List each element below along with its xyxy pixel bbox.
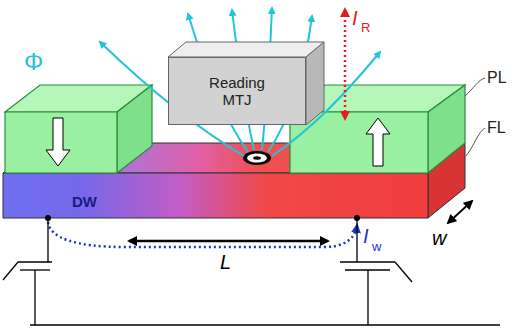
current-subscript: R — [361, 21, 370, 34]
dimension-label: L — [220, 252, 231, 272]
current-symbol: I — [363, 226, 369, 246]
current-subscript: w — [372, 240, 381, 253]
dimension-label: w — [432, 228, 446, 248]
current-symbol: I — [352, 8, 358, 28]
layer-name: FL — [487, 120, 506, 136]
layer-name: PL — [487, 70, 507, 86]
box-label: Reading MTJ — [201, 74, 273, 109]
flux-symbol: Φ — [24, 50, 43, 74]
wall-label: DW — [72, 194, 97, 209]
mtj-box: Reading MTJ — [168, 57, 306, 125]
